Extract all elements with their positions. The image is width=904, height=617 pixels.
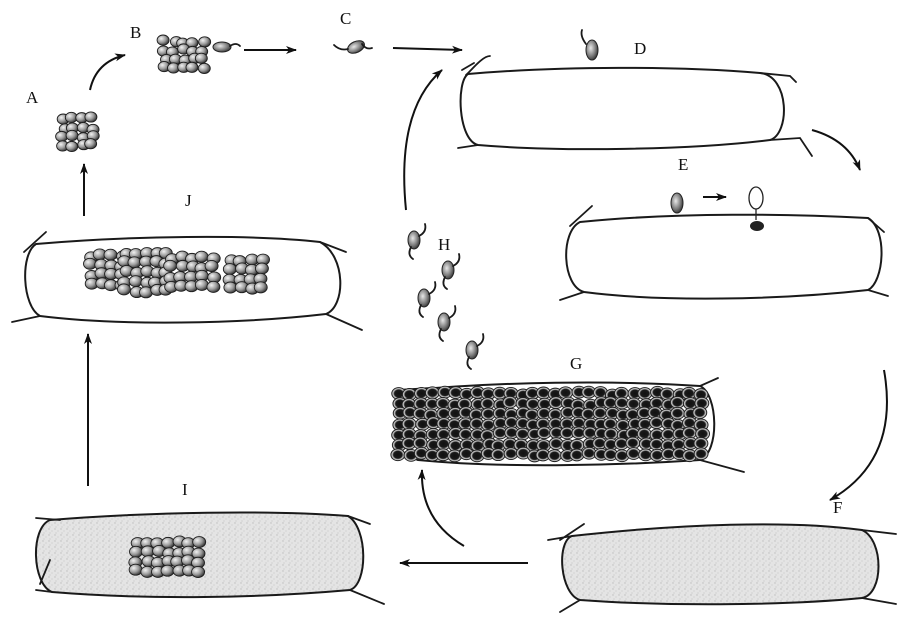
spore	[670, 396, 684, 408]
spore	[85, 139, 97, 149]
spore	[66, 141, 78, 151]
spore	[66, 130, 78, 140]
spore	[694, 448, 708, 460]
zoospore	[442, 261, 454, 279]
spore	[207, 281, 220, 292]
spore	[129, 564, 142, 575]
spore	[195, 279, 208, 290]
label-c: C	[340, 9, 351, 28]
spore	[570, 449, 584, 461]
zoospore-b	[213, 42, 240, 52]
spore	[559, 387, 573, 399]
spore	[104, 249, 117, 260]
arrow-c-to-d	[393, 48, 462, 50]
spore	[117, 284, 130, 295]
spore	[626, 437, 640, 449]
label-e: E	[678, 155, 688, 174]
label-a: A	[26, 88, 39, 107]
label-i: I	[182, 480, 188, 499]
label-b: B	[130, 23, 141, 42]
zoospore	[408, 231, 420, 249]
zoospore	[438, 313, 450, 331]
label-j: J	[185, 191, 192, 210]
arrow-d-to-e	[812, 130, 860, 170]
zoospore-c	[334, 38, 372, 56]
spore	[491, 449, 505, 461]
label-h: H	[438, 235, 450, 254]
spore	[693, 407, 707, 419]
spore	[186, 62, 198, 72]
host-cell-f	[548, 524, 896, 612]
host-cell-i	[36, 513, 384, 604]
spore	[638, 388, 652, 400]
spore	[503, 396, 517, 408]
spore	[195, 53, 207, 63]
spore	[192, 566, 205, 577]
spore-cluster-a	[56, 112, 100, 152]
spore	[391, 449, 405, 461]
spore	[164, 260, 177, 271]
arrow-f-to-g	[422, 470, 464, 546]
zoospore	[418, 289, 430, 307]
spore-cluster-b	[157, 35, 211, 74]
spore	[157, 35, 169, 45]
arrow-h-to-d	[404, 70, 442, 210]
arrow-a-to-b	[90, 55, 125, 90]
spore	[85, 112, 97, 122]
spore	[205, 260, 218, 271]
host-cell-e	[560, 187, 888, 300]
spore	[193, 537, 206, 548]
arrow-e-to-f	[830, 370, 887, 500]
host-cell-j	[12, 232, 362, 330]
spore	[198, 63, 210, 73]
label-f: F	[833, 498, 842, 517]
spore	[199, 37, 211, 47]
spore	[548, 450, 562, 462]
spore	[255, 263, 268, 274]
spore	[223, 264, 236, 275]
spore	[425, 387, 439, 399]
spore	[537, 427, 551, 439]
spore	[627, 398, 641, 410]
spore	[129, 276, 142, 287]
spore	[161, 565, 174, 576]
spore	[254, 282, 267, 293]
zoospore	[466, 341, 478, 359]
spore	[195, 251, 208, 262]
host-cell-g	[391, 378, 744, 472]
spore	[682, 427, 696, 439]
spore	[130, 546, 143, 557]
spore	[671, 407, 685, 419]
spore	[593, 407, 607, 419]
label-d: D	[634, 39, 646, 58]
label-g: G	[570, 354, 582, 373]
